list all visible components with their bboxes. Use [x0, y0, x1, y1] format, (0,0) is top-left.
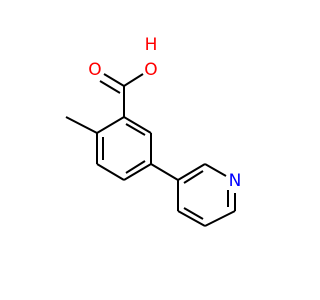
- bond-p5-p6-inner: [183, 207, 204, 220]
- bond-c1-c2: [96, 116, 125, 134]
- pyridine-nitrogen-label: N: [229, 171, 242, 191]
- bond-c4-c5: [123, 163, 152, 181]
- bond-c4-c5-inner: [125, 160, 146, 174]
- bond-p4-p5: [204, 210, 236, 227]
- bond-c5-c6: [96, 163, 125, 181]
- bond-c7-carbonyl-o-a: [103, 73, 125, 87]
- bond-biaryl: [150, 163, 179, 181]
- bond-p2-p3: [204, 163, 227, 177]
- hydroxyl-hydrogen-label: H: [145, 35, 158, 55]
- bond-c7-hydroxyl-o: [123, 73, 144, 87]
- bond-p1-p2: [177, 163, 206, 181]
- hydroxyl-oxygen-label: O: [144, 60, 157, 80]
- carbonyl-oxygen-label: O: [88, 60, 101, 80]
- bond-p1-p2-inner: [183, 170, 204, 184]
- bond-c2-c3: [123, 116, 152, 134]
- molecule-diagram: O O H N: [65, 35, 242, 227]
- bond-c7-carbonyl-o-b: [99, 80, 121, 94]
- bond-methyl: [65, 116, 98, 134]
- bond-c2-c3-inner: [125, 123, 146, 136]
- bond-p5-p6: [177, 210, 206, 227]
